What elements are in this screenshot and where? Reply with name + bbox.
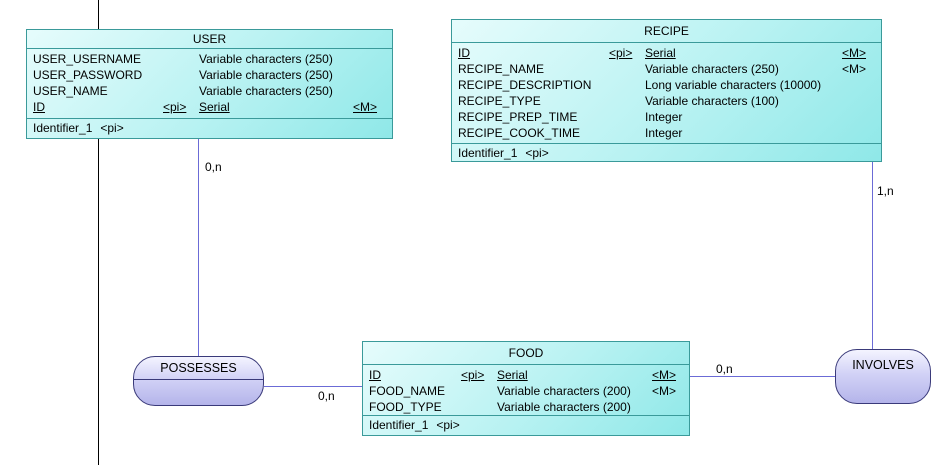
- attribute-row: RECIPE_TYPE Variable characters (100): [458, 93, 875, 109]
- attribute-row: FOOD_TYPE Variable characters (200): [369, 399, 683, 415]
- attribute-name: ID: [33, 100, 45, 114]
- entity-user[interactable]: USER USER_USERNAME Variable characters (…: [26, 29, 393, 139]
- entity-recipe-identifiers: Identifier_1 <pi>: [452, 144, 881, 162]
- attribute-type: Variable characters (250): [199, 52, 333, 66]
- relation-involves[interactable]: INVOLVES: [835, 349, 931, 404]
- attribute-type: Integer: [645, 126, 683, 140]
- attribute-identifier-flag: <pi>: [609, 46, 633, 60]
- attribute-type: Serial: [497, 368, 528, 382]
- attribute-name: RECIPE_NAME: [458, 62, 545, 76]
- attribute-row: ID <pi> Serial <M>: [369, 367, 683, 383]
- attribute-row: USER_USERNAME Variable characters (250): [33, 51, 386, 67]
- relation-possesses[interactable]: POSSESSES: [133, 356, 264, 406]
- identifier-tag: <pi>: [525, 146, 549, 160]
- entity-recipe-title: RECIPE: [452, 20, 881, 43]
- attribute-row: RECIPE_COOK_TIME Integer: [458, 125, 875, 141]
- attribute-type: Integer: [645, 110, 683, 124]
- attribute-mandatory-flag: <M>: [842, 62, 867, 76]
- attribute-name: RECIPE_PREP_TIME: [458, 110, 578, 124]
- attribute-type: Serial: [199, 100, 230, 114]
- connector-user-possesses: [198, 138, 199, 356]
- connector-possesses-food: [264, 386, 362, 387]
- attribute-identifier-flag: <pi>: [461, 368, 485, 382]
- identifier-tag: <pi>: [100, 121, 124, 135]
- connector-food-involves: [690, 376, 835, 377]
- cardinality-food-possesses: 0,n: [318, 389, 335, 403]
- attribute-mandatory-flag: <M>: [652, 368, 677, 382]
- attribute-type: Variable characters (250): [645, 62, 779, 76]
- attribute-mandatory-flag: <M>: [652, 384, 677, 398]
- attribute-name: RECIPE_COOK_TIME: [458, 126, 581, 140]
- attribute-name: ID: [369, 368, 381, 382]
- attribute-name: USER_NAME: [33, 84, 108, 98]
- attribute-row: RECIPE_PREP_TIME Integer: [458, 109, 875, 125]
- attribute-row: ID <pi> Serial <M>: [458, 45, 875, 61]
- attribute-row: USER_PASSWORD Variable characters (250): [33, 67, 386, 83]
- entity-user-attributes: USER_USERNAME Variable characters (250) …: [27, 49, 392, 119]
- canvas-boundary-line: [98, 0, 99, 465]
- attribute-type: Variable characters (200): [497, 384, 631, 398]
- entity-food-identifiers: Identifier_1 <pi>: [363, 416, 689, 434]
- attribute-type: Variable characters (100): [645, 94, 779, 108]
- attribute-type: Variable characters (250): [199, 84, 333, 98]
- attribute-name: USER_USERNAME: [33, 52, 142, 66]
- cardinality-user-possesses: 0,n: [205, 160, 222, 174]
- entity-food-title: FOOD: [363, 342, 689, 365]
- attribute-name: USER_PASSWORD: [33, 68, 143, 82]
- attribute-row: USER_NAME Variable characters (250): [33, 83, 386, 99]
- attribute-name: RECIPE_DESCRIPTION: [458, 78, 592, 92]
- attribute-name: ID: [458, 46, 470, 60]
- attribute-mandatory-flag: <M>: [842, 46, 867, 60]
- attribute-mandatory-flag: <M>: [353, 100, 378, 114]
- attribute-type: Variable characters (250): [199, 68, 333, 82]
- attribute-row: FOOD_NAME Variable characters (200) <M>: [369, 383, 683, 399]
- identifier-name: Identifier_1: [458, 146, 518, 160]
- attribute-row: RECIPE_NAME Variable characters (250) <M…: [458, 61, 875, 77]
- attribute-type: Variable characters (200): [497, 400, 631, 414]
- cardinality-recipe-involves: 1,n: [877, 184, 894, 198]
- attribute-type: Serial: [645, 46, 676, 60]
- identifier-tag: <pi>: [436, 418, 460, 432]
- identifier-name: Identifier_1: [33, 121, 93, 135]
- entity-food-attributes: ID <pi> Serial <M> FOOD_NAME Variable ch…: [363, 365, 689, 416]
- connector-recipe-involves: [872, 162, 873, 350]
- entity-food[interactable]: FOOD ID <pi> Serial <M> FOOD_NAME Variab…: [362, 341, 690, 436]
- attribute-row: RECIPE_DESCRIPTION Long variable charact…: [458, 77, 875, 93]
- identifier-name: Identifier_1: [369, 418, 429, 432]
- attribute-identifier-flag: <pi>: [163, 100, 187, 114]
- relation-possesses-title: POSSESSES: [134, 357, 263, 380]
- attribute-row: ID <pi> Serial <M>: [33, 99, 386, 115]
- cardinality-food-involves: 0,n: [716, 362, 733, 376]
- entity-recipe-attributes: ID <pi> Serial <M> RECIPE_NAME Variable …: [452, 43, 881, 144]
- entity-user-title: USER: [27, 30, 392, 49]
- attribute-type: Long variable characters (10000): [645, 78, 822, 92]
- attribute-name: FOOD_NAME: [369, 384, 446, 398]
- attribute-name: RECIPE_TYPE: [458, 94, 541, 108]
- attribute-name: FOOD_TYPE: [369, 400, 442, 414]
- entity-recipe[interactable]: RECIPE ID <pi> Serial <M> RECIPE_NAME Va…: [451, 19, 882, 162]
- relation-involves-title: INVOLVES: [852, 358, 914, 372]
- entity-user-identifiers: Identifier_1 <pi>: [27, 119, 392, 137]
